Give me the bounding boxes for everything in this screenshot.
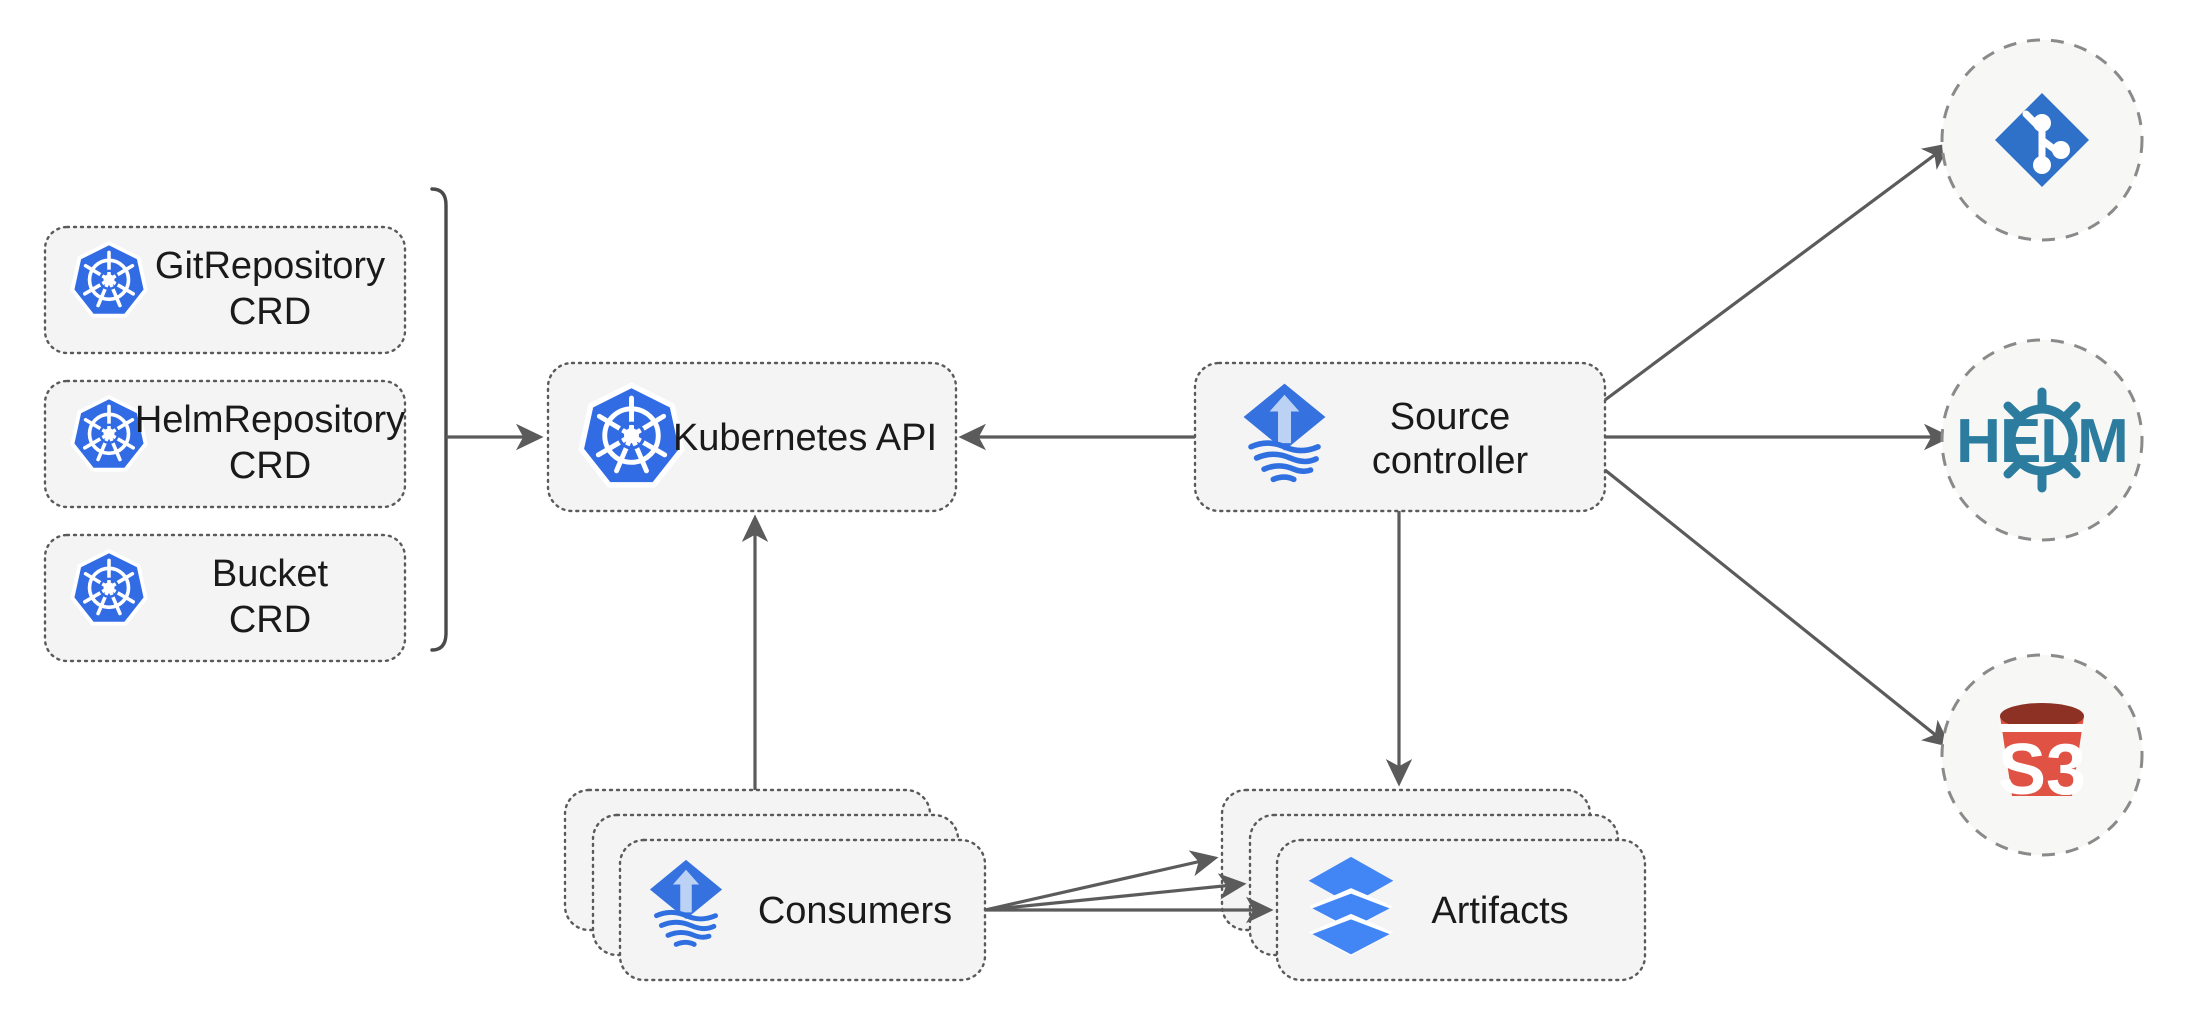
node-source-controller[interactable]: Source controller (1193, 361, 1607, 513)
node-label-source-controller-line1: Source (1390, 396, 1510, 438)
kubernetes-icon (70, 549, 148, 626)
crd-label-line1: HelmRepository (135, 399, 405, 441)
crd-label-line2: CRD (229, 291, 311, 333)
node-label-kubernetes-api: Kubernetes API (673, 417, 937, 459)
s3-label: S3 (1998, 730, 2086, 810)
kubernetes-icon (70, 241, 148, 318)
crd-label-line2: CRD (229, 599, 311, 641)
node-label-consumers: Consumers (758, 890, 952, 932)
source-circle-s3[interactable]: S3 (1940, 653, 2144, 857)
edge-consumers-to-artifacts (984, 850, 1274, 924)
source-circle-helm[interactable]: HELM (1940, 338, 2144, 542)
crd-list: GitRepository CRD HelmRepository CRD Buc… (43, 225, 407, 663)
crd-label-line1: Bucket (212, 553, 329, 595)
edge-source-controller-to-git (1604, 142, 1951, 402)
crd-box-bucket[interactable]: Bucket CRD (43, 533, 407, 663)
node-label-artifacts: Artifacts (1431, 890, 1568, 932)
node-artifacts[interactable]: Artifacts (1220, 788, 1647, 982)
node-label-source-controller-line2: controller (1372, 440, 1529, 482)
kubernetes-icon (581, 385, 682, 485)
crd-label-line2: CRD (229, 445, 311, 487)
crd-box-helmrepository[interactable]: HelmRepository CRD (43, 379, 407, 509)
node-consumers[interactable]: Consumers (563, 788, 987, 982)
crd-group-bracket (430, 187, 448, 652)
crd-box-gitrepository[interactable]: GitRepository CRD (43, 225, 407, 355)
helm-label: HELM (1956, 407, 2128, 476)
source-circle-git[interactable] (1940, 38, 2144, 242)
edge-source-controller-to-s3 (1603, 468, 1951, 748)
crd-label-line1: GitRepository (155, 245, 385, 287)
node-kubernetes-api[interactable]: Kubernetes API (546, 361, 958, 513)
